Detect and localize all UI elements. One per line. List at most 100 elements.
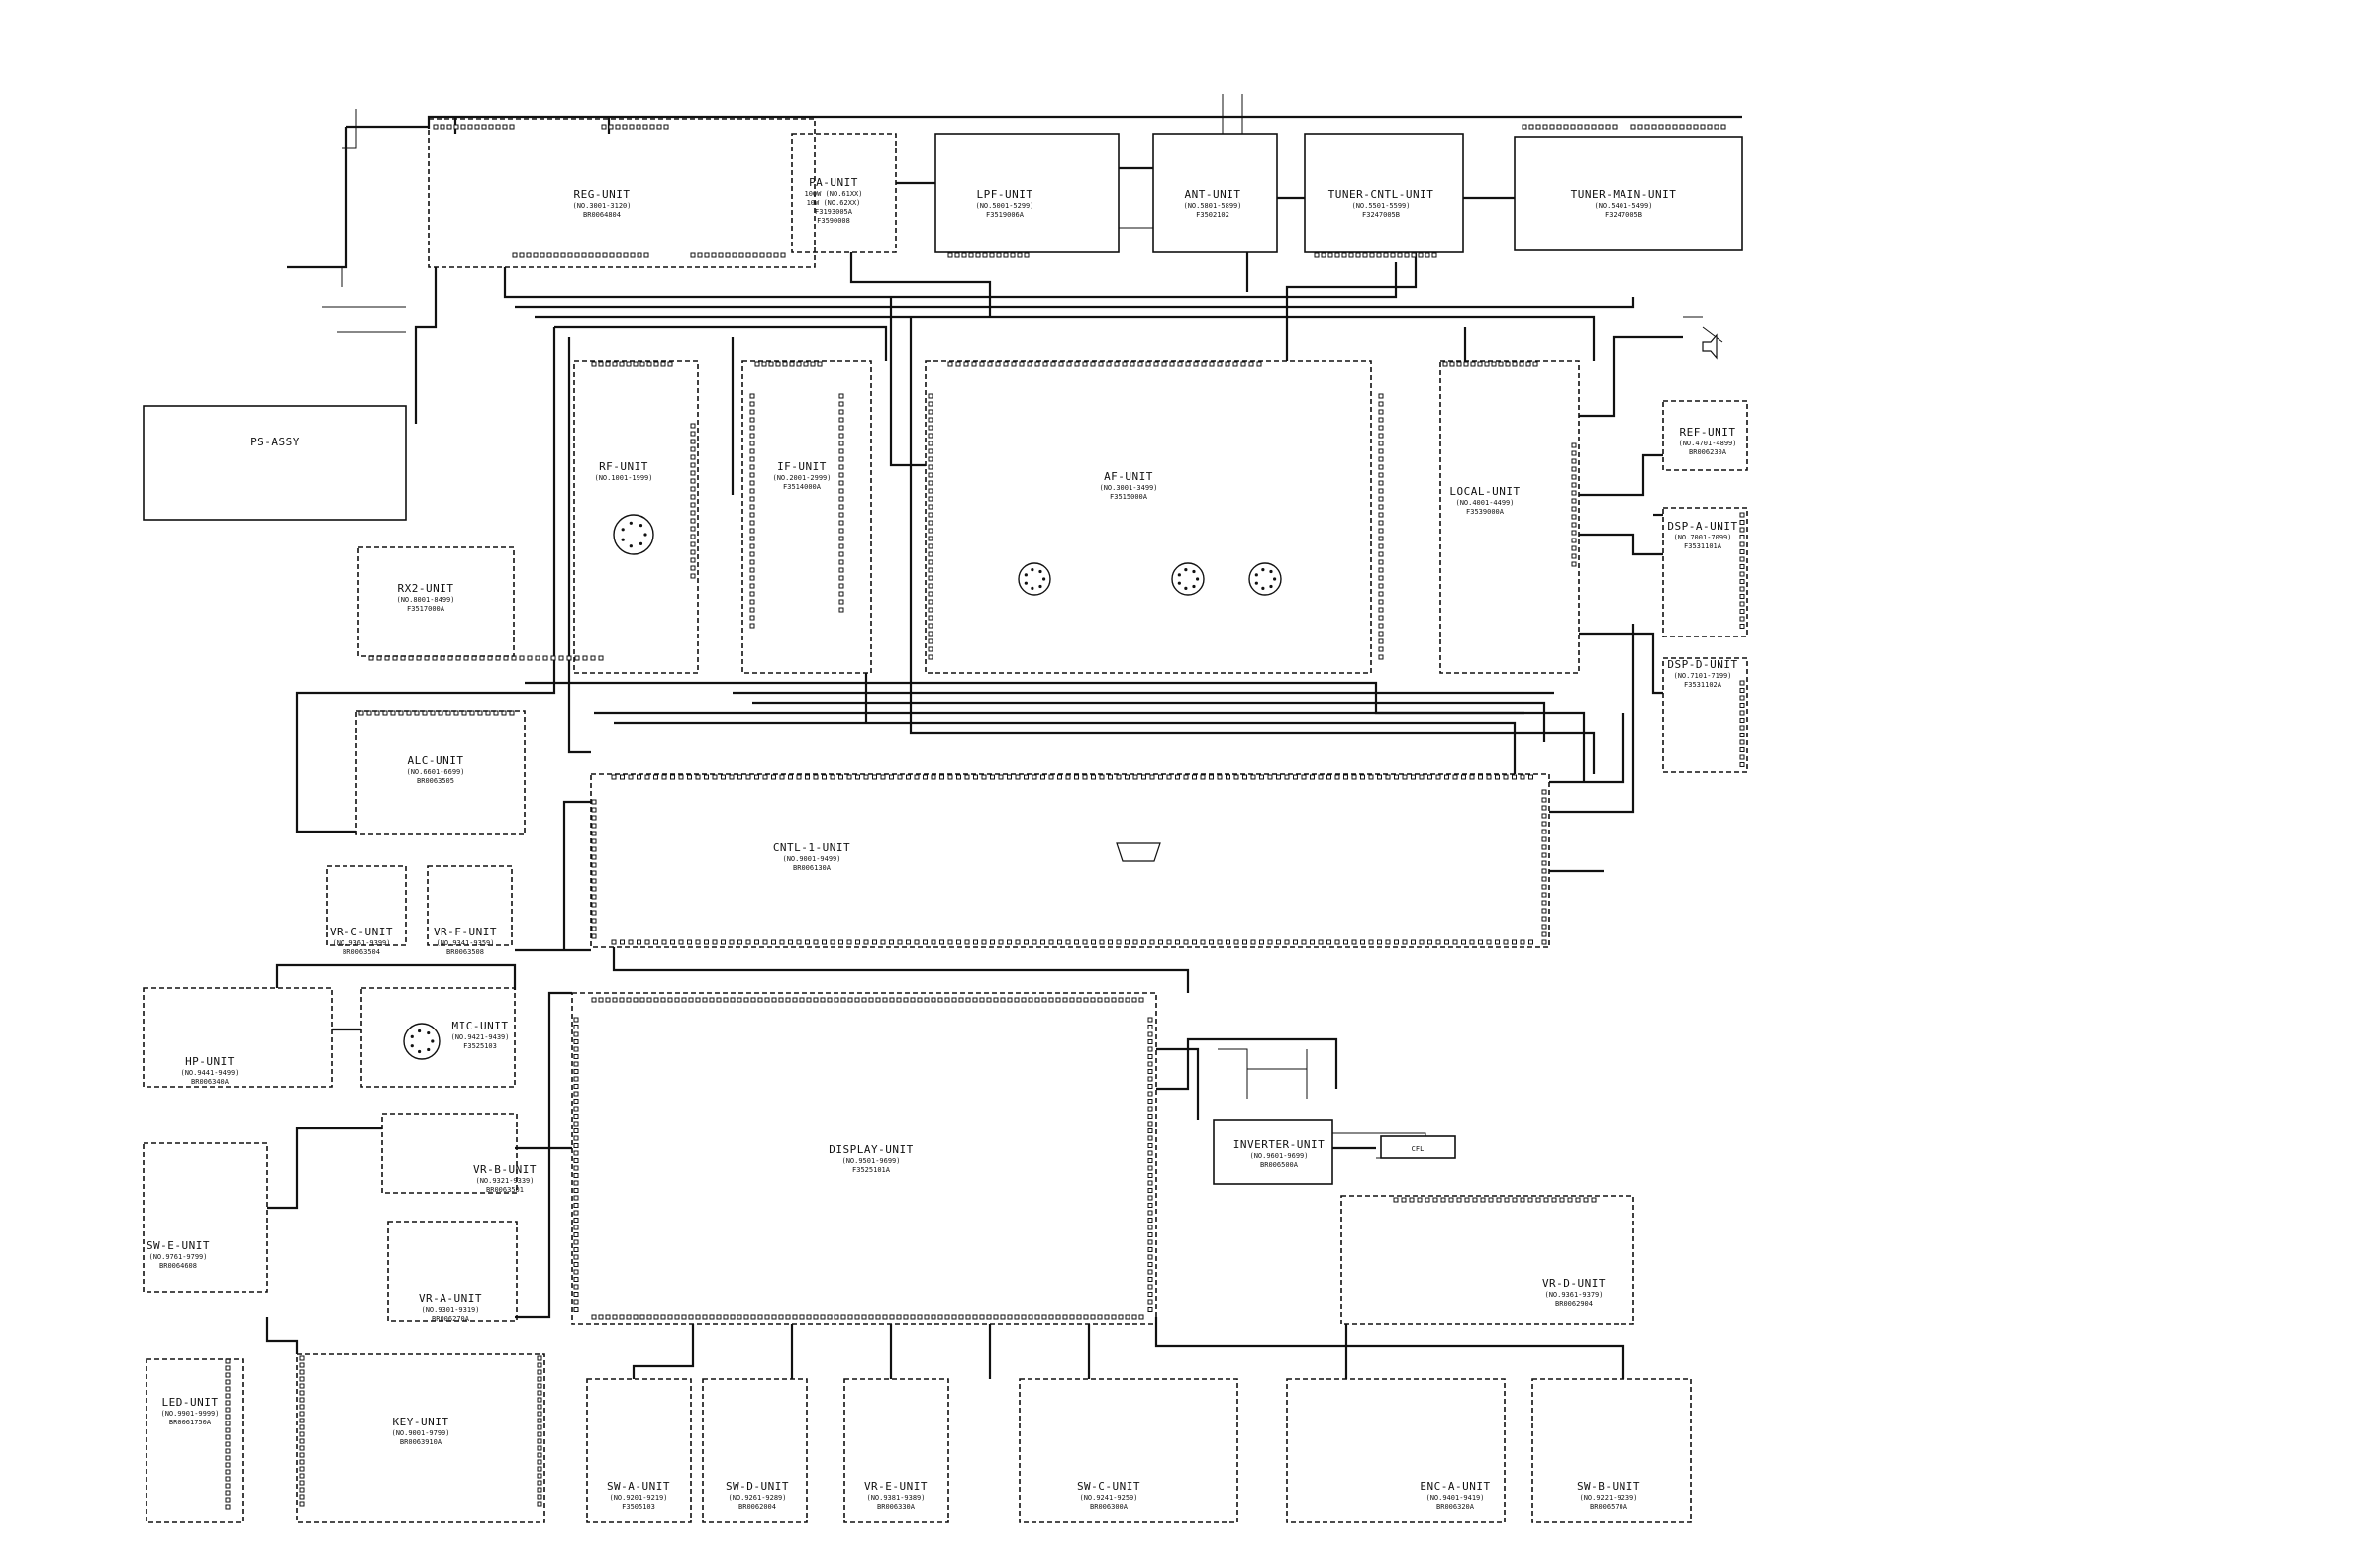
connector-pin [1007,997,1013,1003]
connector-pin [299,1480,305,1486]
connector-pin [1495,774,1500,780]
connector-pin [573,1277,579,1282]
display-range: (NO.9501-9699) [841,1157,900,1165]
connector-pin [1484,361,1490,367]
connector-pin [509,124,515,130]
connector-pin [1158,774,1163,780]
connector-pin [1456,1197,1462,1203]
connector-pin [799,997,805,1003]
connector-pin [771,939,776,945]
enca-part: BR006320A [1436,1503,1475,1511]
connector-pin [749,520,755,526]
rf-socket-pin [621,538,625,541]
inverter-range: (NO.9601-9699) [1249,1152,1308,1160]
connector-pin [573,1180,579,1186]
connector-pin [1147,1046,1153,1052]
swd-part: BR0062004 [738,1503,776,1511]
frame-tunermain [1514,136,1743,251]
connector-pin [573,1158,579,1163]
connector-pin [573,1232,579,1237]
connector-pin [820,1314,826,1320]
connector-pin [947,361,953,367]
wire-bundle-24 [752,701,1546,742]
connector-pin [880,939,886,945]
connector-pin [660,361,666,367]
connector-pin [663,124,669,130]
wire-bundle-34 [612,947,1190,993]
unit-frames [143,118,1748,1523]
connector-pin [1183,774,1189,780]
connector-pin [956,939,961,945]
connector-pin [537,1369,542,1375]
mic-socket-pin [417,1049,422,1054]
vrb-part: BR0063501 [486,1186,524,1194]
connector-pin [1739,616,1745,622]
frame-ps [143,405,407,521]
frame-key [296,1353,545,1523]
connector-pin [1259,939,1264,945]
connector-pin [749,583,755,589]
connector-pin [1571,522,1577,528]
connector-pin [573,1239,579,1245]
connector-pin [1193,361,1199,367]
connector-pin [854,997,860,1003]
wire-bundle-7 [515,297,1635,309]
wire-bundle-26 [614,721,1517,774]
title-pa: PA-UNIT [809,176,858,189]
connector-pin [1707,124,1713,130]
title-cntl1: CNTL-1-UNIT [773,841,850,854]
connector-pin [880,774,886,780]
title-ref: REF-UNIT [1680,426,1736,439]
connector-pin [591,807,597,813]
frame-rf [573,360,699,674]
mic-part: F3525103 [463,1042,497,1050]
connector-pin [928,559,933,565]
connector-pin [1017,252,1023,258]
connector-pin [1378,456,1384,462]
connector-pin [838,591,844,597]
connector-pin [855,774,860,780]
swc-range: (NO.9241-9259) [1079,1494,1137,1502]
connector-pin [1401,1197,1407,1203]
connector-pin [1040,774,1045,780]
connector-pin [1377,939,1382,945]
connector-pin [1111,997,1117,1003]
connector-pin [704,252,710,258]
connector-pin [903,997,909,1003]
local-range: (NO.4001-4499) [1455,499,1514,507]
connector-pin [537,1397,542,1403]
connector-pin [1486,939,1492,945]
connector-pin [299,1438,305,1444]
connector-pin [718,252,724,258]
wire-bundle-40 [632,1324,695,1379]
connector-pin [820,997,826,1003]
connector-pin [1378,591,1384,597]
connector-pin [1472,1197,1478,1203]
connector-pin [573,1114,579,1119]
connector-pin [225,1427,231,1433]
connector-pin [1739,747,1745,752]
title-lpf: LPF-UNIT [977,188,1033,201]
title-vrd: VR-D-UNIT [1542,1277,1606,1290]
connector-pin [939,939,944,945]
connector-pin [591,846,597,852]
connector-pin [750,997,756,1003]
connector-pin [1541,924,1547,930]
connector-pin [1147,1150,1153,1156]
connector-pin [1041,1314,1047,1320]
connector-pin [1541,876,1547,882]
connector-pin [1217,939,1223,945]
frame-cntl1 [590,773,1550,948]
connector-pin [1147,1232,1153,1237]
detail-wire-1 [317,266,343,287]
connector-pin [690,541,696,547]
connector-pin [661,774,667,780]
af-socket-b-pin [1196,577,1200,581]
connector-pin [573,1061,579,1067]
connector-pin [1418,252,1424,258]
connector-pin [1419,774,1425,780]
connector-pin [440,124,445,130]
connector-pin [1082,774,1088,780]
connector-pin [619,361,625,367]
connector-pin [299,1418,305,1423]
